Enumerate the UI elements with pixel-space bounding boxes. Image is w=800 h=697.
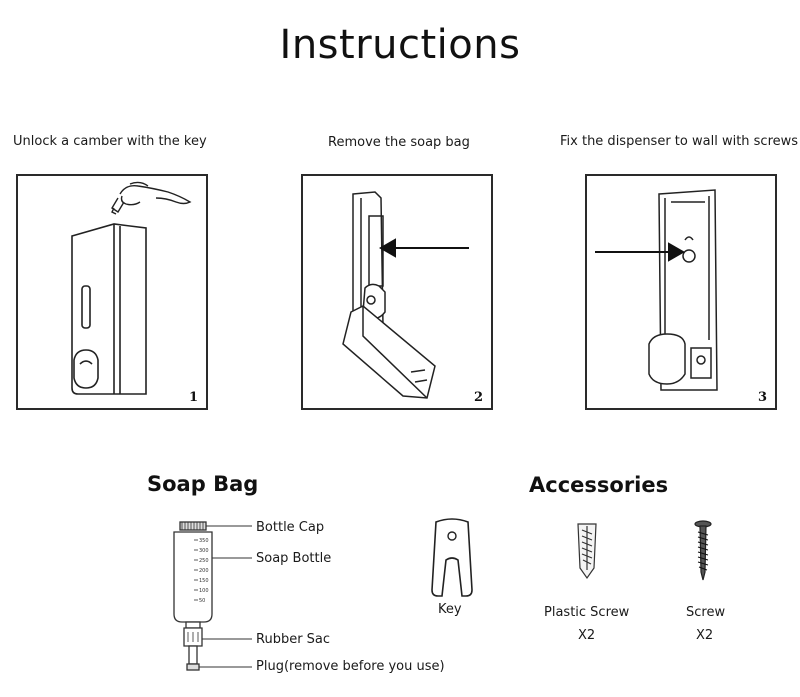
dispenser-closed-illustration <box>71 181 192 395</box>
hand-key-icon <box>111 181 192 215</box>
key-label: Key <box>438 602 462 617</box>
scale-mark: 200 <box>199 568 209 574</box>
step-3-caption: Fix the dispenser to wall with screws <box>560 134 799 149</box>
screw-label: Screw <box>686 605 726 620</box>
part-label-bottle-cap: Bottle Cap <box>256 520 325 535</box>
step-2-panel: 2 <box>301 174 493 410</box>
key-icon <box>431 518 473 597</box>
scale-mark: 50 <box>199 598 205 604</box>
part-label-soap-bottle: Soap Bottle <box>256 551 332 566</box>
part-label-rubber-sac: Rubber Sac <box>256 632 331 647</box>
arrow-right-icon <box>595 242 686 262</box>
dispenser-body <box>71 223 147 395</box>
screw-icon <box>694 520 712 581</box>
part-label-plug: Plug(remove before you use) <box>256 659 445 674</box>
scale-mark: 350 <box>199 538 209 544</box>
step-2-number: 2 <box>473 390 483 405</box>
step-3-number: 3 <box>757 390 767 405</box>
scale-mark: 100 <box>199 588 209 594</box>
page-title: Instructions <box>279 22 521 68</box>
plastic-screw-icon <box>577 523 597 580</box>
scale-mark: 150 <box>199 578 209 584</box>
scale-mark: 300 <box>199 548 209 554</box>
dispenser-open-illustration <box>342 191 469 399</box>
step-1-panel: 1 <box>16 174 208 410</box>
step-1-caption: Unlock a camber with the key <box>13 134 207 149</box>
screw-qty: X2 <box>696 628 714 643</box>
step-3-panel: 3 <box>585 174 777 410</box>
step-2-caption: Remove the soap bag <box>328 135 470 150</box>
step-1-number: 1 <box>188 390 198 405</box>
accessories-heading: Accessories <box>529 473 669 497</box>
soap-bag-heading: Soap Bag <box>147 472 259 496</box>
plastic-screw-qty: X2 <box>578 628 596 643</box>
scale-mark: 250 <box>199 558 209 564</box>
arrow-left-icon <box>378 238 469 258</box>
plastic-screw-label: Plastic Screw <box>544 605 630 620</box>
dispenser-wall-mount-illustration <box>595 189 718 391</box>
soap-bottle-illustration: 350 300 250 200 150 100 50 <box>173 521 252 671</box>
